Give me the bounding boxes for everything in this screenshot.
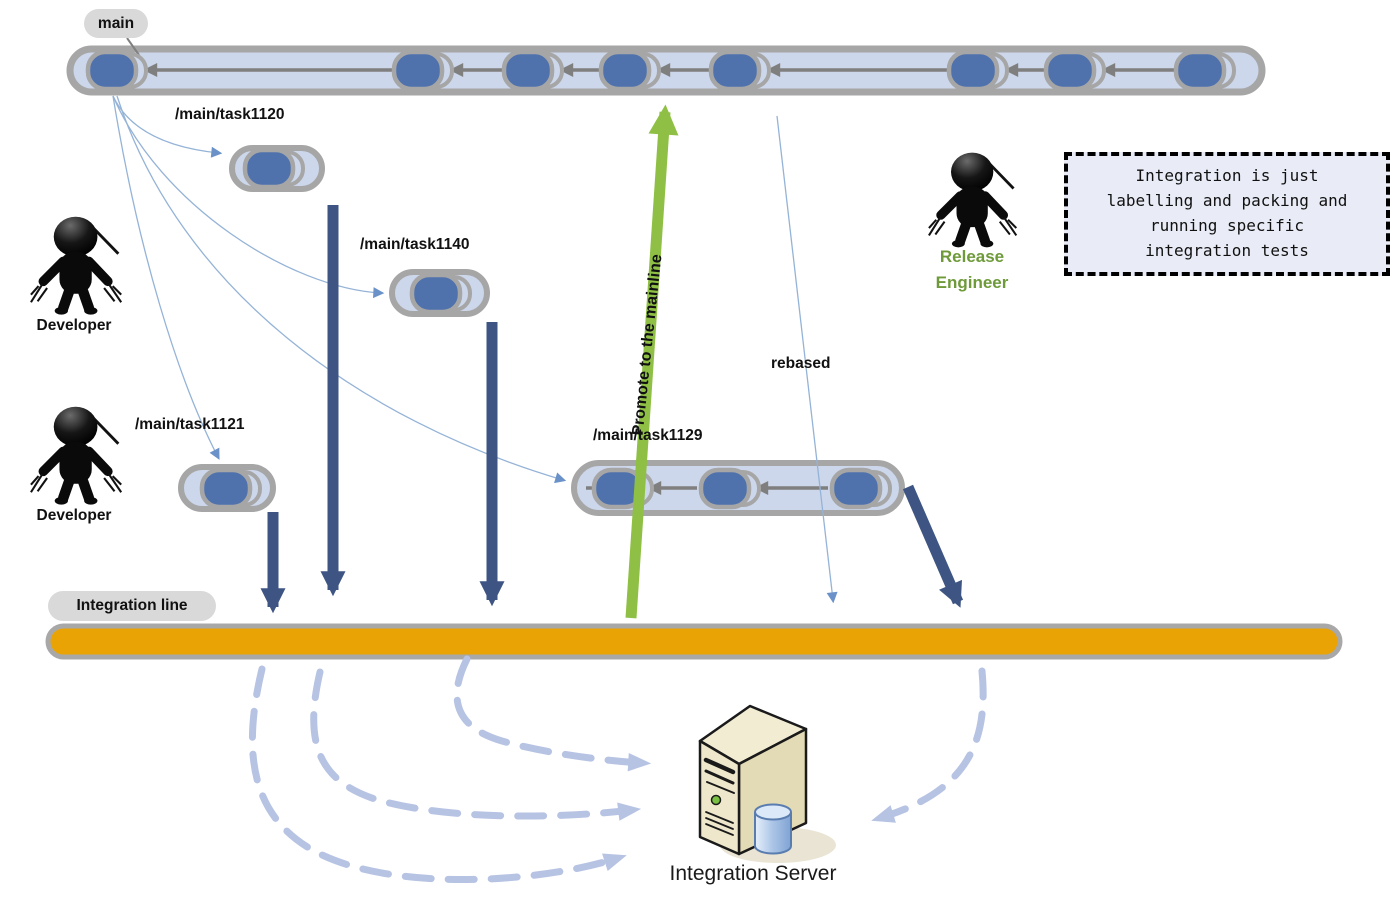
branch-task1129 (571, 460, 905, 516)
rebased-arrow (776, 115, 838, 604)
integration-line-label: Integration line (48, 591, 216, 621)
main-branch-label-text: main (97, 14, 135, 32)
branch-connectors (112, 95, 567, 484)
merge-to-integration-arrows (260, 205, 964, 614)
branch-label-task1140: /main/task1140 (360, 236, 470, 253)
integration-server-label: Integration Server (669, 862, 837, 885)
database-cylinder-icon (754, 803, 792, 855)
branch-label-task1121: /main/task1121 (135, 416, 245, 433)
mainline-branch (66, 37, 1266, 96)
release-engineer-icon (929, 153, 1016, 248)
branch-task1120 (229, 145, 325, 192)
developer-icon (31, 407, 121, 505)
branch-label-task1129: /main/task1129 (593, 427, 703, 444)
branch-label-task1120: /main/task1120 (175, 106, 285, 123)
developer-label: Developer (36, 317, 112, 334)
integration-line-label-text: Integration line (76, 597, 188, 614)
integration-server-dashed-arrows (248, 655, 987, 883)
developer-icon (31, 217, 121, 315)
rebased-label: rebased (771, 355, 831, 372)
branch-task1140 (389, 269, 490, 317)
main-branch-label: main (84, 9, 148, 38)
promote-arrow (625, 104, 679, 619)
branch-task1121 (178, 464, 276, 512)
developer-label: Developer (36, 507, 112, 524)
release-engineer-label: Release Engineer (935, 247, 1009, 292)
integration-server-icon (698, 704, 836, 863)
integration-note-text: Integration is just labelling and packin… (1106, 166, 1348, 260)
integration-note-box: Integration is just labelling and packin… (1064, 152, 1390, 276)
integration-line-bar (45, 623, 1343, 660)
